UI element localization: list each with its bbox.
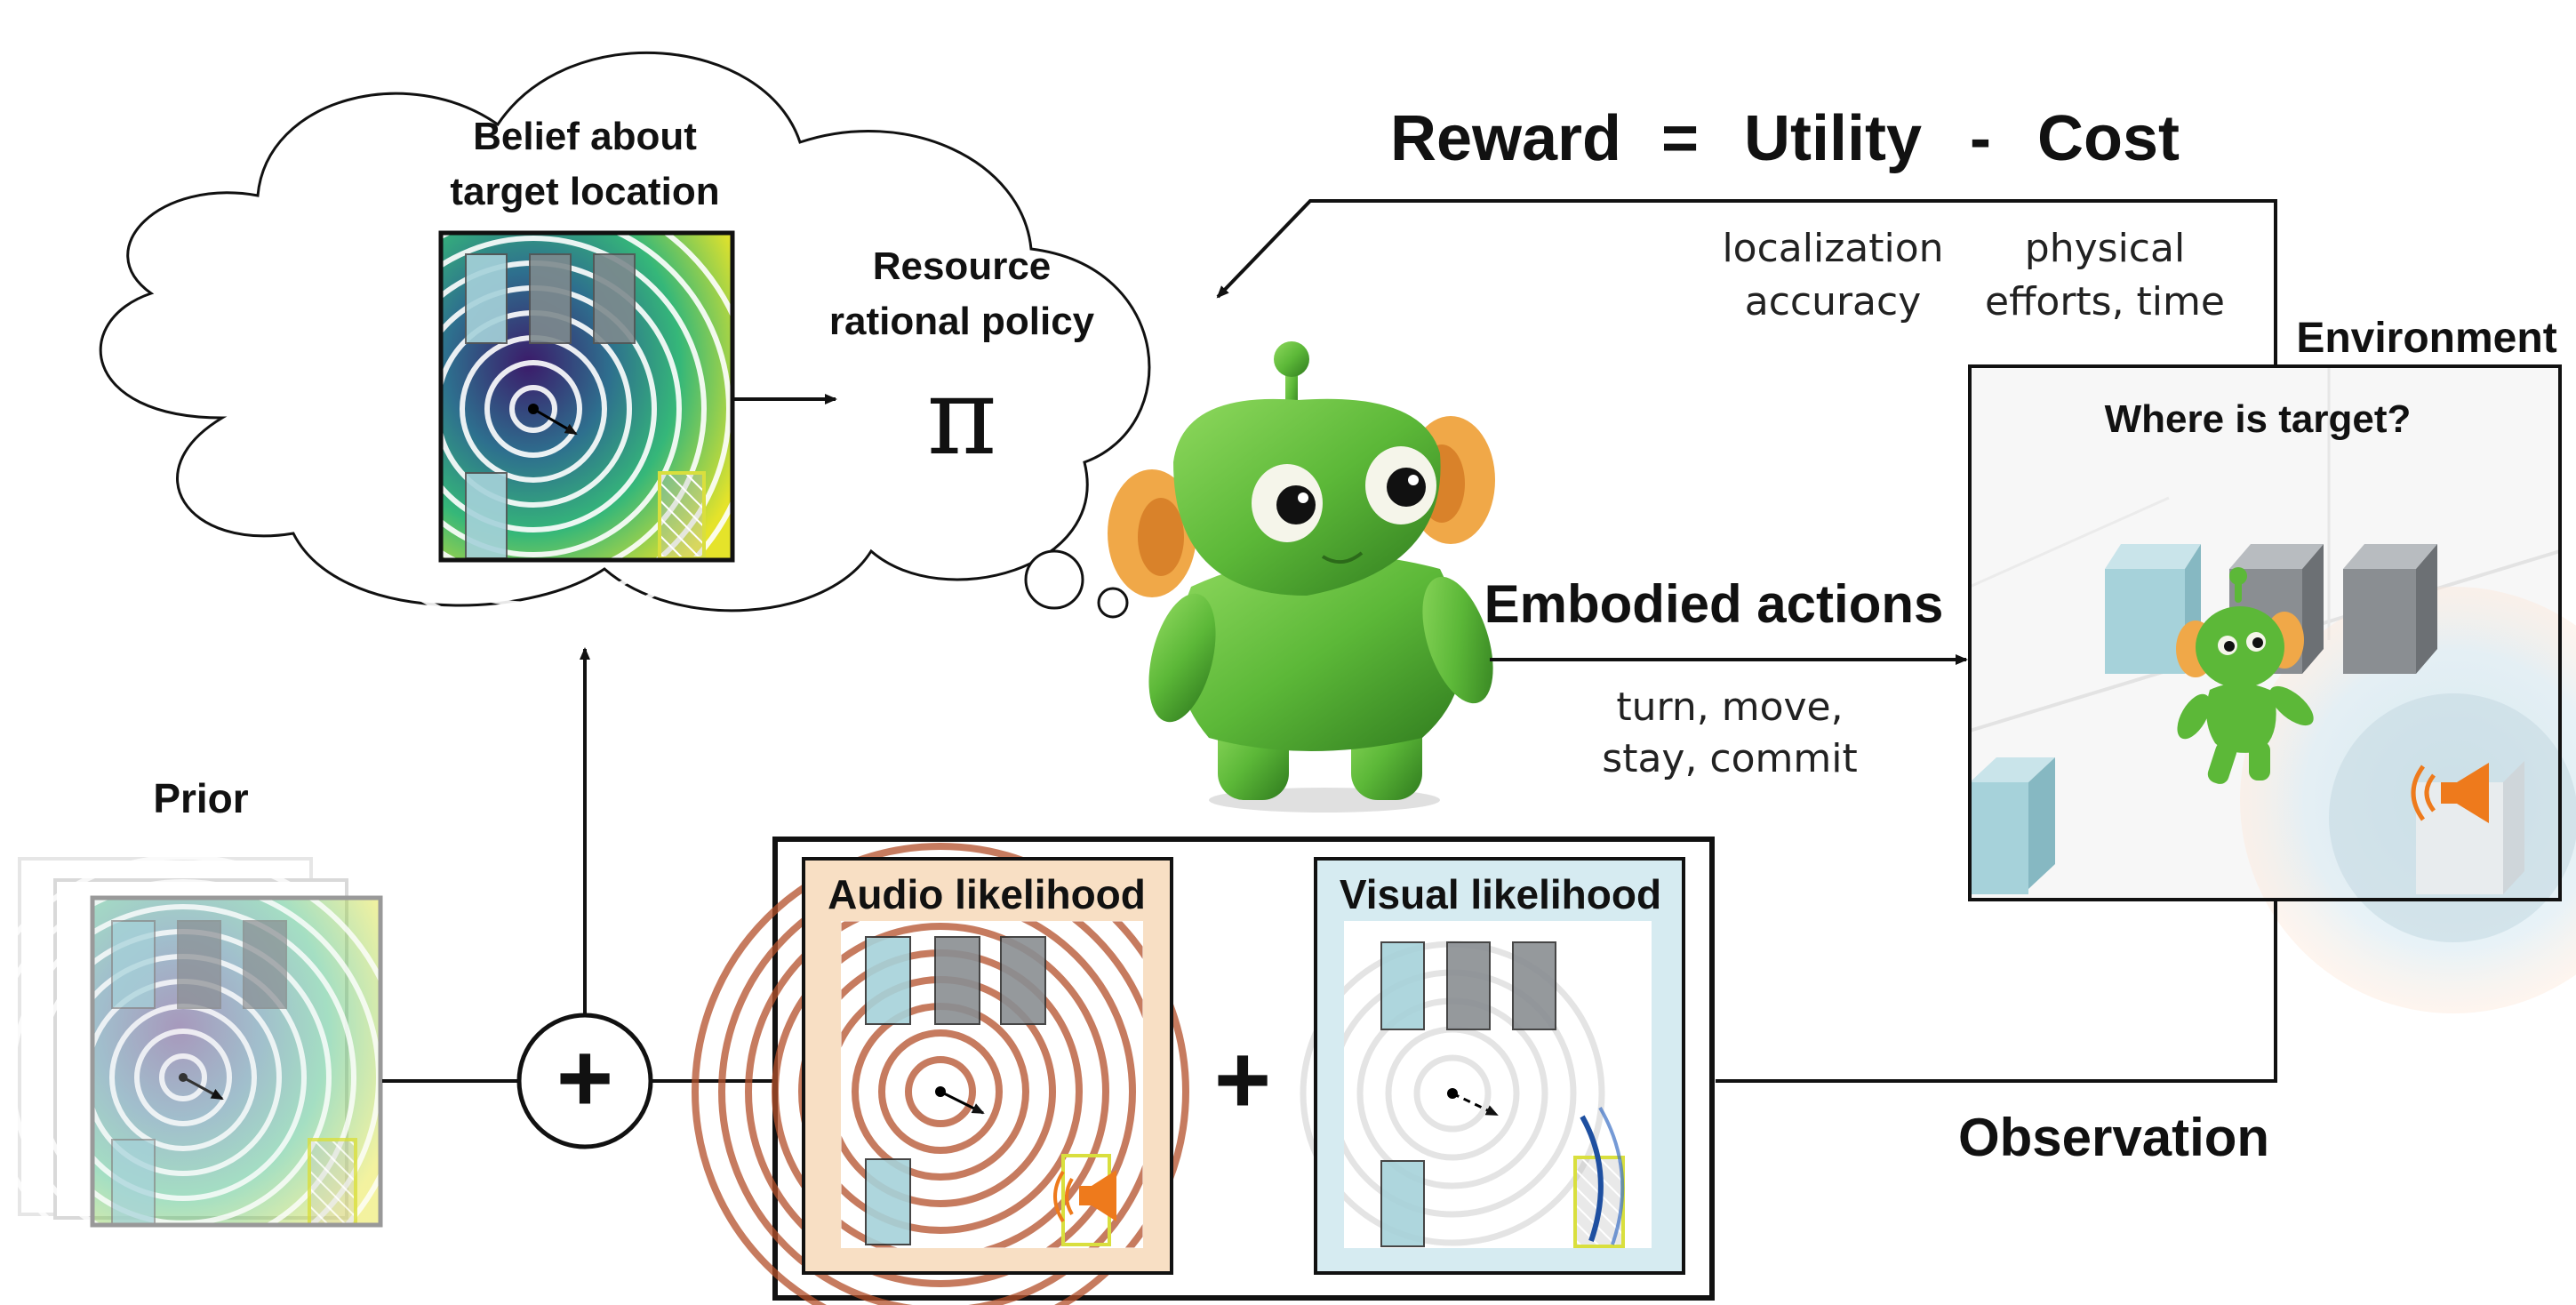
prior-stack: [0, 854, 406, 1301]
reward-word: Reward: [1390, 103, 1621, 174]
robot-icon: [1108, 341, 1495, 813]
policy-pi-symbol: π: [927, 356, 997, 479]
reward-equals: =: [1661, 103, 1699, 174]
utility-desc-line2: accuracy: [1745, 279, 1922, 324]
combine-plus-symbol: +: [556, 1023, 613, 1133]
environment-question: Where is target?: [2105, 397, 2412, 441]
reward-feedback-arrow: [1216, 199, 2277, 366]
policy-title-line1: Resource: [873, 244, 1052, 288]
reward-minus: -: [1970, 103, 1991, 174]
speaker-icon: [2411, 763, 2489, 823]
utility-desc-line1: localization: [1722, 226, 1943, 271]
belief-title-line2: target location: [450, 170, 719, 213]
cost-desc-line2: efforts, time: [1985, 279, 2225, 324]
policy-title-line2: rational policy: [829, 300, 1095, 343]
cost-desc-line1: physical: [2025, 226, 2185, 271]
audio-likelihood-label: Audio likelihood: [828, 871, 1146, 917]
prior-label: Prior: [153, 775, 248, 821]
likelihood-plus-symbol: +: [1214, 1025, 1271, 1134]
environment-panel: [1969, 366, 2576, 1013]
belief-map: [310, 186, 756, 632]
environment-frame: [1968, 364, 2562, 901]
observation-line: [1716, 900, 2277, 1083]
belief-title-line1: Belief about: [473, 115, 697, 158]
cost-word: Cost: [2037, 103, 2180, 174]
environment-label: Environment: [2296, 315, 2556, 362]
actions-title: Embodied actions: [1484, 574, 1944, 634]
utility-word: Utility: [1744, 103, 1922, 174]
visual-likelihood-panel: [1300, 857, 1685, 1275]
visual-likelihood-label: Visual likelihood: [1340, 871, 1661, 917]
actions-desc-line2: stay, commit: [1602, 736, 1857, 781]
observation-label: Observation: [1958, 1108, 2269, 1167]
actions-desc-line1: turn, move,: [1616, 685, 1843, 730]
audio-speaker-icon: [1053, 1170, 1116, 1223]
